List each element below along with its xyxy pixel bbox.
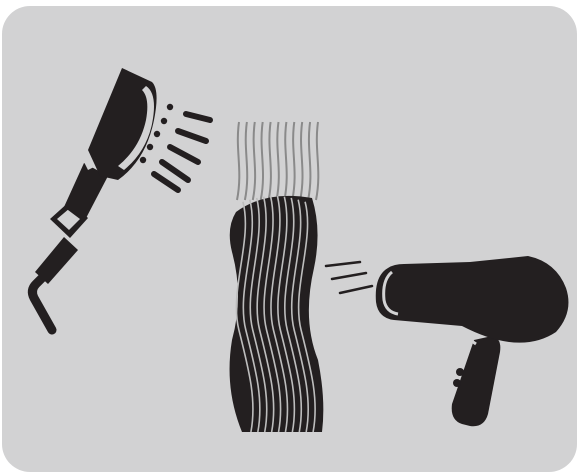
- water-drop: [147, 144, 153, 150]
- water-drop: [161, 118, 167, 124]
- water-drop: [140, 157, 146, 163]
- water-drop: [154, 131, 160, 137]
- water-drop: [167, 104, 173, 110]
